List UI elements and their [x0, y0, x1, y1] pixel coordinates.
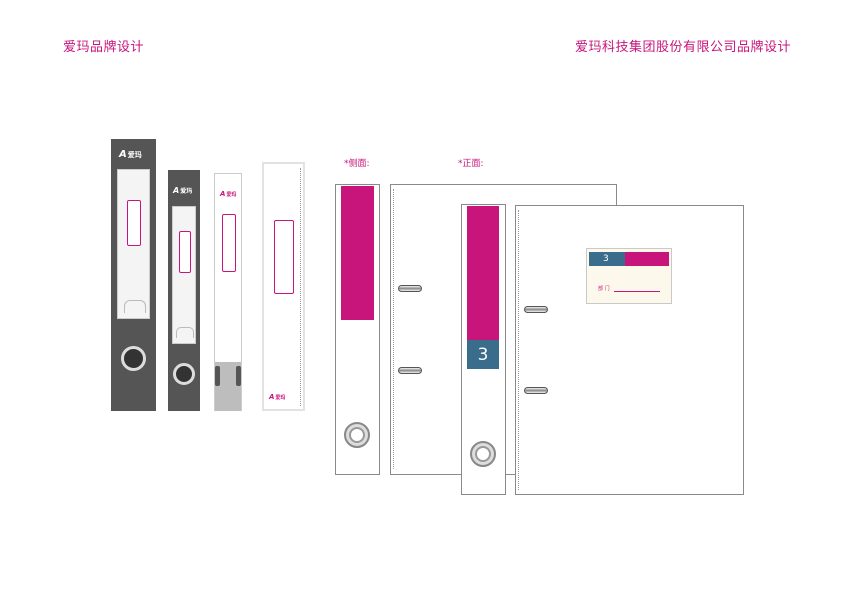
binder-front-spine: 3 [461, 204, 506, 495]
label-slot [222, 214, 236, 272]
spine-bottom-grey [215, 362, 241, 411]
ring-hole [524, 387, 548, 394]
spine-magenta-band [467, 206, 499, 340]
ring-hole [398, 367, 422, 374]
binder-front-cover: 3 部 门 [515, 205, 744, 495]
finger-ring-hole [121, 346, 146, 371]
spine-number: 3 [477, 344, 489, 365]
spine-magenta-band [341, 186, 374, 320]
label-slot [179, 231, 191, 273]
finger-ring-hole [470, 441, 496, 467]
binder-side-spine [335, 184, 380, 475]
label-dept: 部 门 [598, 286, 610, 292]
ring-hole [524, 306, 548, 313]
spine-number-box: 3 [467, 340, 499, 369]
label-number-box: 3 [589, 252, 625, 266]
label-magenta-bar [625, 252, 669, 266]
label-number: 3 [603, 254, 609, 264]
side-view-caption: *侧面: [344, 159, 370, 169]
company-brand-design-title: 爱玛科技集团股份有限公司品牌设计 [574, 40, 791, 55]
ring-hole [398, 285, 422, 292]
label-dept-line [614, 291, 660, 292]
label-slot [127, 200, 141, 246]
label-slot [274, 220, 294, 294]
finger-ring-hole [344, 422, 370, 448]
brand-design-title: 爱玛品牌设计 [63, 40, 145, 55]
spine-label-window [172, 206, 196, 344]
front-view-caption: *正面: [458, 159, 484, 169]
finger-ring-hole [173, 363, 195, 385]
cover-label: 3 部 门 [586, 248, 672, 304]
spine-label-window [117, 169, 150, 319]
